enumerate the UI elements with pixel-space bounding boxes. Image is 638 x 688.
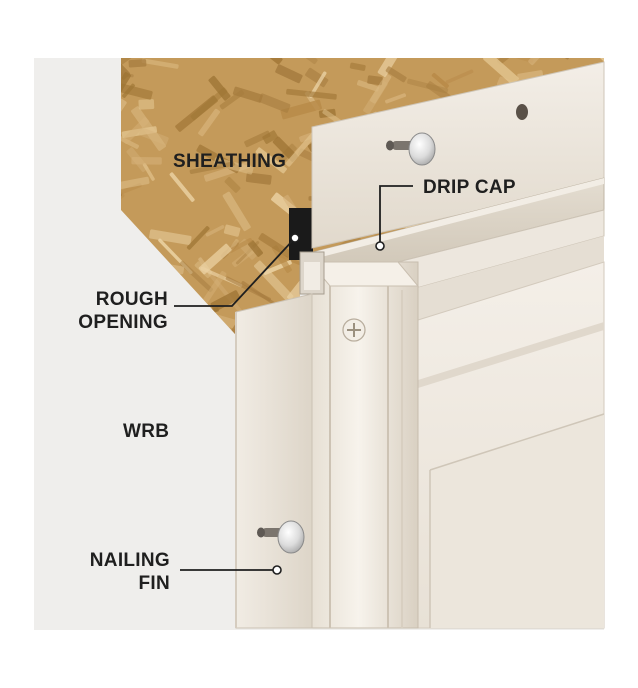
frame-screw (342, 318, 366, 342)
osb-flake (128, 59, 147, 68)
osb-flake (241, 281, 283, 310)
osb-flake (138, 99, 155, 110)
osb-flake (407, 78, 449, 94)
osb-flake (175, 95, 218, 132)
osb-flake (222, 191, 251, 232)
osb-flake (121, 130, 139, 149)
osb-flake (291, 58, 318, 65)
osb-flake (517, 70, 544, 81)
osb-flake (213, 157, 254, 175)
osb-flake (141, 58, 179, 69)
label-wrb: WRB (123, 421, 169, 442)
leader-rough-opening (174, 237, 296, 307)
osb-flake (121, 80, 153, 100)
label-drip-cap: DRIP CAP (423, 177, 516, 198)
label-rough-opening-line2: OPENING (78, 312, 168, 333)
osb-flake (244, 130, 271, 148)
leader-dot-nailing-fin (272, 565, 282, 575)
label-nailing-fin-line2: FIN (138, 573, 170, 594)
osb-flake (305, 67, 329, 88)
side-nailing-fin (235, 293, 313, 629)
osb-flake (142, 163, 155, 181)
osb-flake (277, 143, 297, 164)
osb-flake (179, 260, 213, 293)
osb-flake (367, 75, 383, 86)
osb-flake (231, 245, 259, 268)
osb-flake (286, 88, 337, 100)
osb-flake (280, 99, 322, 120)
label-sheathing: SHEATHING (173, 151, 286, 172)
window-side-jamb (309, 261, 419, 629)
osb-flake (198, 243, 232, 275)
osb-flake (483, 58, 534, 63)
osb-flake (131, 156, 162, 165)
osb-flake (121, 72, 131, 105)
osb-flake (483, 58, 519, 86)
osb-flake (198, 108, 220, 137)
osb-flake (563, 58, 578, 60)
osb-flake (208, 271, 243, 313)
osb-flake (248, 240, 263, 257)
label-rough-opening-line1: ROUGH (96, 289, 168, 310)
osb-flake (121, 58, 130, 80)
osb-flake (369, 73, 392, 104)
osb-flake (385, 93, 407, 104)
osb-flake (458, 46, 485, 55)
osb-flake (186, 226, 210, 250)
osb-flake (349, 62, 366, 71)
osb-flake (261, 58, 283, 65)
leader-dot-rough-opening (290, 233, 300, 243)
leader-dot-drip-cap (375, 241, 385, 251)
osb-flake (245, 172, 272, 185)
osb-flake (121, 176, 150, 191)
osb-flake (271, 245, 292, 273)
osb-flake (285, 129, 319, 167)
osb-flake (363, 80, 388, 115)
osb-flake (205, 225, 225, 237)
osb-flake (232, 86, 263, 103)
osb-flake (272, 136, 298, 162)
osb-flake (122, 117, 150, 145)
osb-flake (169, 172, 195, 202)
osb-flake (445, 69, 474, 84)
osb-flake (275, 64, 303, 84)
osb-flake (431, 72, 449, 89)
label-nailing-fin-line1: NAILING (90, 550, 170, 571)
osb-flake (208, 75, 231, 101)
leader-drip-cap (379, 185, 413, 246)
osb-flake (189, 161, 235, 175)
osb-flake (121, 183, 142, 199)
osb-flake (262, 130, 278, 144)
osb-flake (356, 80, 380, 92)
osb-flake (131, 106, 166, 151)
osb-flake (223, 224, 241, 237)
fin-slot (516, 104, 528, 120)
fin-nail (257, 520, 305, 554)
osb-flake (198, 270, 227, 309)
osb-flake (149, 229, 192, 246)
osb-flake (377, 58, 403, 77)
osb-flake (258, 93, 291, 113)
osb-flake (121, 126, 158, 139)
osb-flake (224, 176, 241, 193)
osb-flake (190, 87, 228, 121)
osb-flake (309, 71, 327, 99)
osb-flake (385, 66, 407, 83)
osb-flake (255, 147, 287, 174)
head-nail (386, 132, 436, 166)
osb-flake (139, 127, 169, 146)
